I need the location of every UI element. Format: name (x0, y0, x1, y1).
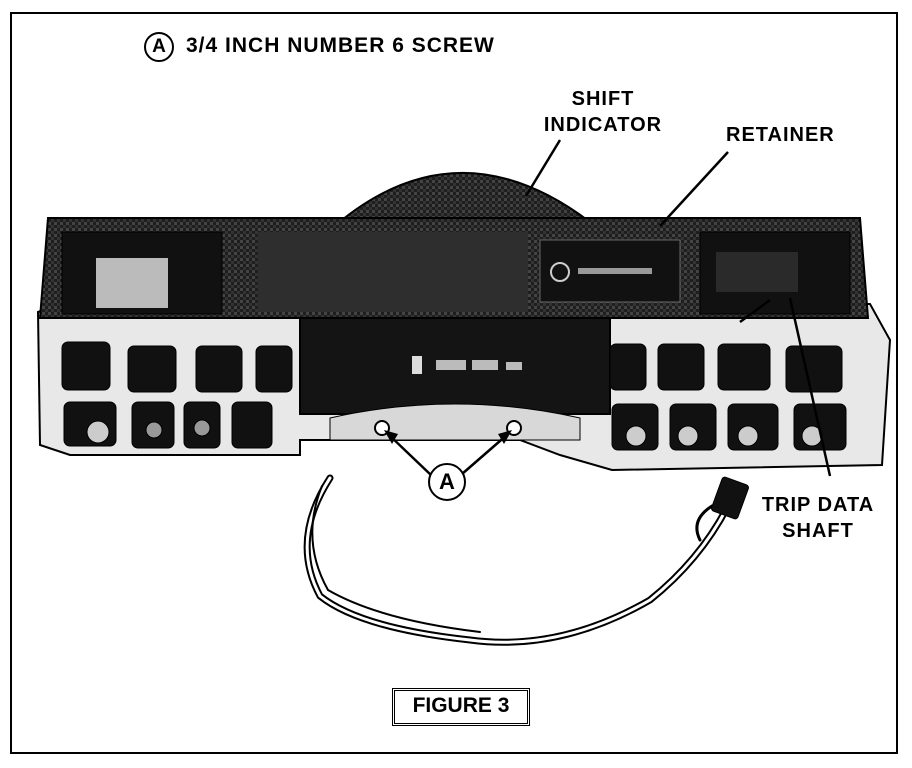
center-display-panel (299, 317, 611, 441)
legend-key-badge: A (144, 32, 174, 62)
figure-caption: FIGURE 3 (392, 688, 530, 726)
wiring-harness (303, 474, 732, 646)
arrow-head-left (384, 430, 398, 444)
trip-data-shaft-line1: TRIP DATA (761, 494, 875, 516)
shift-indicator-label: SHIFT INDICATOR (528, 86, 678, 138)
shift-indicator-line2: INDICATOR (543, 114, 663, 136)
left-bulb-sockets (61, 341, 293, 449)
shift-indicator-dome (327, 172, 593, 232)
shift-indicator-line1: SHIFT (571, 88, 635, 110)
trip-data-shaft-label: TRIP DATA SHAFT (754, 492, 882, 544)
retainer-label: RETAINER (726, 124, 835, 146)
legend-text: 3/4 INCH NUMBER 6 SCREW (186, 34, 495, 57)
trip-data-shaft-line2: SHAFT (782, 520, 854, 542)
harness-connector (711, 476, 749, 520)
cluster-bezel (38, 217, 870, 319)
screw-callout-badge: A (428, 463, 466, 501)
right-bulb-sockets (609, 343, 847, 451)
arrow-head-right (498, 430, 512, 444)
leader-lines (387, 139, 832, 477)
